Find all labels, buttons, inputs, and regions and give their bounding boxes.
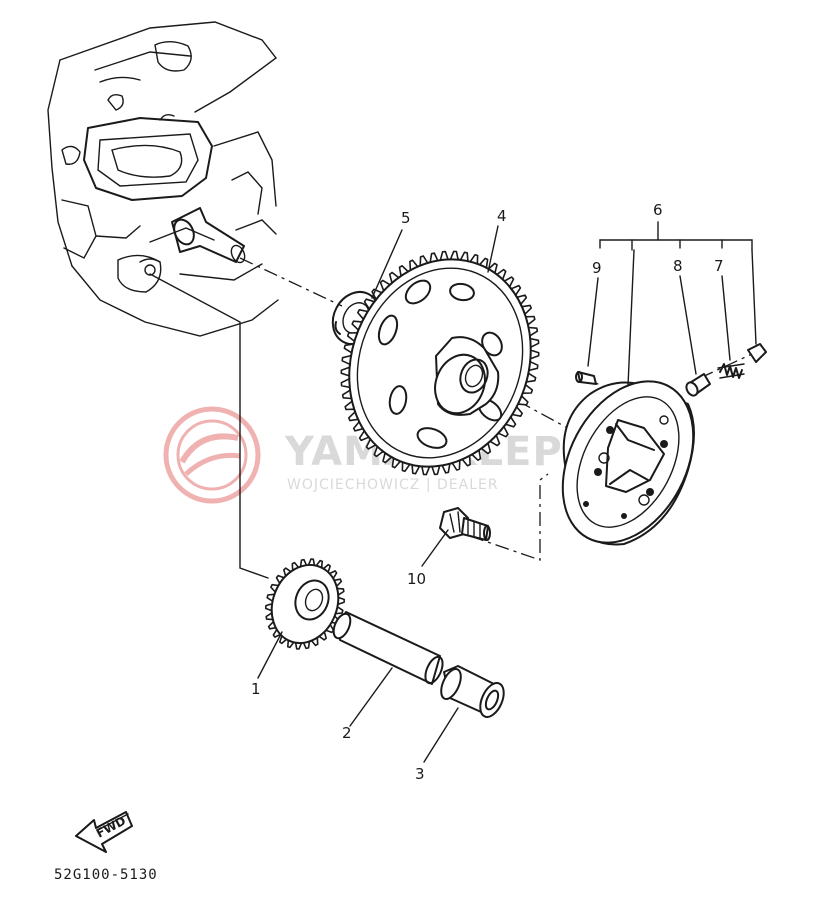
watermark-subtitle: WOJCIECHOWICZ | DEALER: [287, 477, 499, 493]
callout-8: 8: [673, 257, 683, 275]
callout-9: 9: [592, 259, 602, 277]
watermark-logo-icon: [163, 406, 261, 504]
callout-2: 2: [342, 724, 352, 742]
part-1-idler-gear: [265, 558, 345, 650]
reference-lines: [149, 257, 753, 579]
fwd-arrow-icon: FWD: [75, 811, 133, 853]
callout-5: 5: [401, 209, 411, 227]
callout-7: 7: [714, 257, 724, 275]
callout-4: 4: [497, 207, 507, 225]
callout-labels: 5 4 6 9 8 7 10 1 2 3: [251, 201, 724, 783]
callout-10: 10: [407, 570, 426, 588]
callout-3: 3: [415, 765, 425, 783]
part-6-starter-clutch: [561, 380, 695, 546]
leader-lines: [257, 221, 757, 763]
engine-case: [47, 21, 279, 337]
part-10-bolt: [439, 507, 491, 541]
callout-6: 6: [653, 201, 663, 219]
part-3-bushing: [440, 665, 505, 718]
part-7-spring: [717, 363, 745, 379]
part-7-cap: [747, 343, 767, 363]
part-2-shaft: [332, 611, 444, 685]
callout-1: 1: [251, 680, 261, 698]
diagram-part-code: 52G100-5130: [54, 867, 158, 883]
part-9-roller: [575, 371, 597, 385]
part-8-plunger: [685, 373, 711, 397]
part-4-wheel-gear: [340, 250, 540, 476]
